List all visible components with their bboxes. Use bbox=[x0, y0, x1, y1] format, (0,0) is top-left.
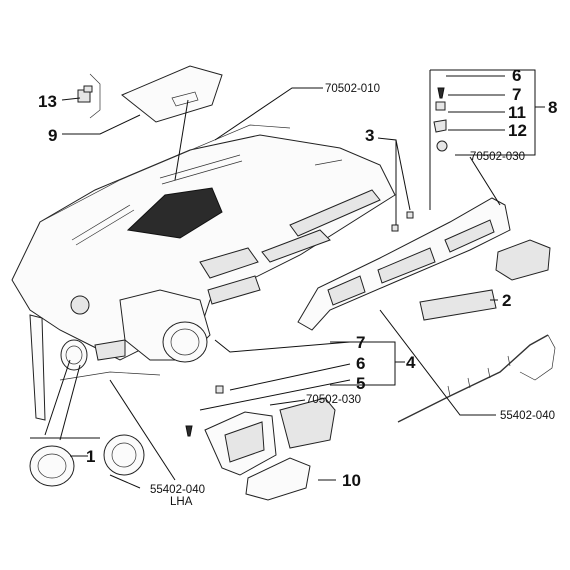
callout-7-lower: 7 bbox=[356, 333, 365, 352]
callout-9: 9 bbox=[48, 126, 57, 145]
clip-part-3a bbox=[391, 224, 399, 232]
callout-13: 13 bbox=[38, 92, 57, 111]
callout-10: 10 bbox=[342, 471, 361, 490]
callout-8: 8 bbox=[548, 98, 557, 117]
callout-5: 5 bbox=[356, 374, 365, 393]
callout-lha: LHA bbox=[170, 496, 193, 508]
callout-6-lower: 6 bbox=[356, 354, 365, 373]
center-vent-assembly bbox=[185, 385, 336, 476]
callout-70502-030-lower: 70502-030 bbox=[306, 394, 361, 406]
fastener-set bbox=[433, 87, 448, 152]
bracket-13-9 bbox=[89, 73, 101, 119]
trim-strip-part-2 bbox=[419, 289, 497, 321]
dashboard-main-body bbox=[11, 124, 396, 421]
callout-2: 2 bbox=[502, 291, 511, 310]
callout-4: 4 bbox=[406, 353, 416, 372]
lower-panel-part-10 bbox=[245, 457, 311, 501]
callout-3: 3 bbox=[365, 126, 374, 145]
callout-55402-040-harness: 55402-040 bbox=[500, 410, 555, 422]
wiring-harness bbox=[397, 334, 556, 423]
callout-11: 11 bbox=[508, 103, 526, 122]
clip-part-13 bbox=[77, 85, 93, 103]
trim-panel-assembly-8 bbox=[297, 197, 511, 331]
callout-6-top: 6 bbox=[512, 66, 521, 85]
glovebox-cover-part bbox=[121, 65, 223, 123]
callout-55402-040-lha: 55402-040 bbox=[150, 484, 205, 496]
speaker-grille-lha bbox=[103, 434, 145, 476]
callout-1: 1 bbox=[86, 447, 95, 466]
callout-70502-010: 70502-010 bbox=[325, 83, 380, 95]
callout-7-top: 7 bbox=[512, 85, 521, 104]
leader-lines bbox=[30, 69, 545, 489]
speaker-grille-part-1 bbox=[29, 445, 75, 487]
callout-70502-030-top: 70502-030 bbox=[470, 151, 525, 163]
clip-part-3b bbox=[406, 211, 414, 219]
right-air-vent bbox=[495, 239, 551, 281]
callout-12: 12 bbox=[508, 121, 527, 140]
